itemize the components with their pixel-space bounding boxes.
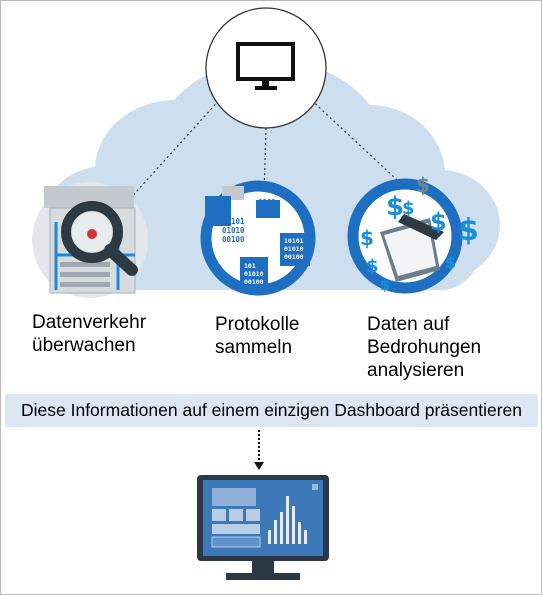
label-traffic-line1: Datenverkehr [32, 312, 147, 333]
binary-row: 00100 [284, 253, 304, 261]
monitor-icon [205, 7, 327, 129]
svg-text:$: $ [445, 253, 456, 272]
label-logs-line2: sammeln [215, 337, 293, 358]
label-analyze-line3: analysieren [367, 360, 465, 381]
dollar-threat-icon: $ $ $ $ $ $ $ $ $ [347, 173, 479, 294]
label-logs: Protokolle sammeln [215, 313, 300, 359]
label-logs-line1: Protokolle [215, 314, 300, 335]
svg-text:$: $ [430, 208, 447, 236]
binary-logs-icon: 0101 1010 10101 01010 00100 10101 01010 … [200, 180, 316, 296]
magnifier-server-icon [32, 182, 148, 298]
binary-row: 01010 [222, 226, 245, 235]
label-analyze-line1: Daten auf [367, 314, 450, 335]
binary-row: 101 [244, 262, 256, 270]
down-arrow [254, 430, 264, 470]
binary-row: 01010 [284, 245, 304, 253]
svg-text:$: $ [360, 226, 374, 250]
label-analyze: Daten auf Bedrohungen analysieren [367, 313, 481, 382]
binary-row: 10101 [284, 237, 304, 245]
dashboard-monitor-icon [197, 475, 329, 580]
binary-row: 0101 [258, 198, 277, 207]
svg-text:$: $ [380, 278, 390, 294]
binary-row: 1010 [258, 205, 277, 214]
label-traffic: Datenverkehr überwachen [32, 311, 146, 357]
label-analyze-line2: Bedrohungen [367, 337, 482, 358]
svg-text:$: $ [458, 213, 479, 248]
binary-row: 00100 [222, 235, 245, 244]
label-traffic-line2: überwachen [32, 335, 136, 356]
binary-row: 10101 [222, 217, 245, 226]
dashboard-banner: Diese Informationen auf einem einzigen D… [5, 394, 538, 427]
svg-text:$: $ [386, 192, 404, 222]
banner-text: Diese Informationen auf einem einzigen D… [21, 400, 522, 420]
svg-text:$: $ [416, 173, 430, 197]
binary-row: 01010 [244, 270, 264, 278]
svg-text:$: $ [402, 198, 415, 219]
binary-row: 00100 [244, 278, 264, 286]
svg-text:$: $ [366, 256, 379, 277]
